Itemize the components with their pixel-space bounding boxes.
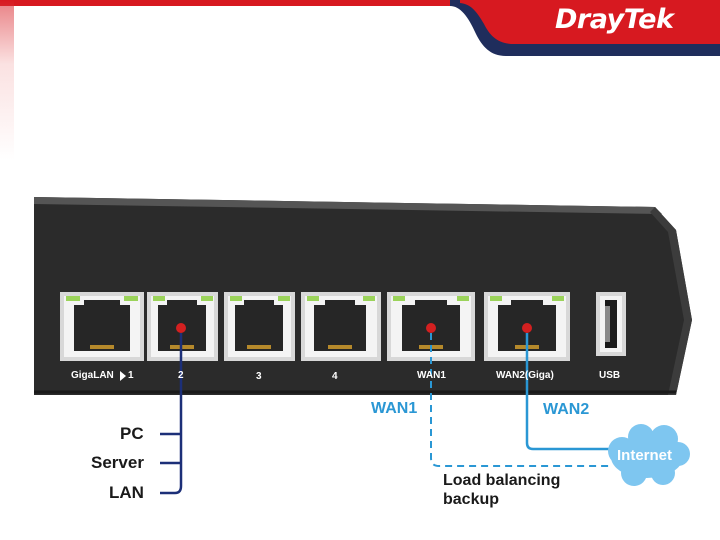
load-balancing-label: Load balancing backup	[443, 471, 560, 509]
left-gradient-accent	[0, 0, 14, 160]
internet-label: Internet	[617, 447, 673, 464]
lan-port-2-dot	[176, 323, 186, 333]
load-balancing-line-2: backup	[443, 491, 500, 508]
lan-port-4-label: 4	[332, 371, 338, 382]
lan-port-1-label: 1	[128, 370, 134, 381]
pc-label: PC	[120, 424, 144, 443]
top-brand-bar	[0, 0, 720, 6]
gigalan-label: GigaLAN	[71, 370, 114, 381]
wan1-port-label: WAN1	[417, 370, 446, 381]
usb-port[interactable]	[596, 292, 626, 356]
wan1-port-dot	[426, 323, 436, 333]
lan-port-2-label: 2	[178, 370, 184, 381]
wan2-connection-line	[525, 333, 612, 451]
lan-port-3-label: 3	[256, 371, 262, 382]
gigalan-arrow-icon	[120, 371, 126, 381]
lan-port-1[interactable]	[60, 292, 144, 361]
wan2-connection-label: WAN2	[543, 401, 590, 418]
wan1-backup-line	[430, 333, 612, 467]
lan-label: LAN	[109, 483, 144, 502]
lan-connection-lines	[160, 333, 183, 495]
lan-port-4[interactable]	[301, 292, 381, 361]
server-label: Server	[91, 453, 144, 472]
draytek-logo: DrayTek	[555, 4, 674, 35]
wan2-port-dot	[522, 323, 532, 333]
load-balancing-line-1: Load balancing	[443, 472, 561, 489]
logo-band	[450, 0, 720, 56]
wan1-connection-label: WAN1	[371, 400, 418, 417]
lan-port-3[interactable]	[224, 292, 295, 361]
wan2-port-label: WAN2(Giga)	[496, 370, 554, 381]
internet-cloud-icon	[608, 424, 690, 486]
usb-port-label: USB	[599, 370, 621, 381]
